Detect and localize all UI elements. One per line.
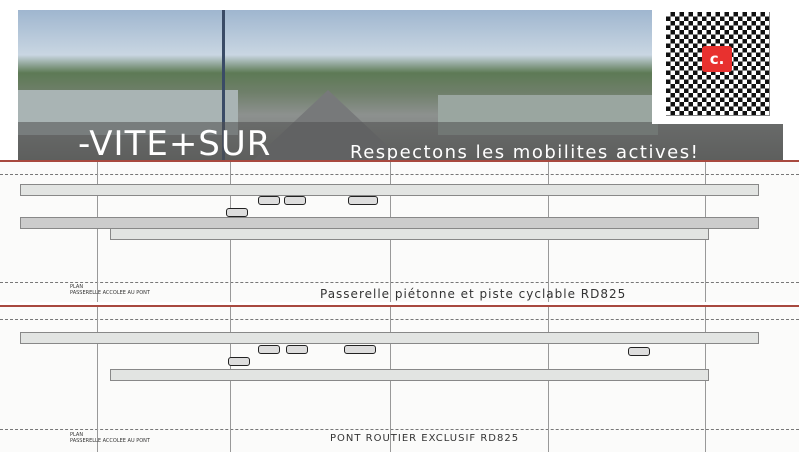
car	[228, 357, 250, 366]
footbridge	[110, 228, 709, 240]
sidewalk	[20, 332, 759, 344]
car	[628, 347, 650, 356]
car	[226, 208, 248, 217]
footbridge	[110, 369, 709, 381]
car	[258, 345, 280, 354]
truck	[344, 345, 376, 354]
qr-logo-badge: c.	[702, 46, 732, 72]
car	[258, 196, 280, 205]
plan-caption: PONT ROUTIER EXCLUSIF RD825	[330, 433, 520, 444]
sidewalk	[20, 184, 759, 196]
lamp-post	[222, 10, 225, 160]
slogan-band	[18, 122, 783, 160]
car	[284, 196, 306, 205]
qr-code[interactable]: c.	[652, 2, 788, 124]
truck	[348, 196, 378, 205]
plan-caption: Passerelle piétonne et piste cyclable RD…	[320, 287, 627, 301]
slogan: -VITE+SUR	[78, 124, 272, 160]
slogan-subtitle: Respectons les mobilites actives!	[350, 142, 700, 160]
car	[286, 345, 308, 354]
